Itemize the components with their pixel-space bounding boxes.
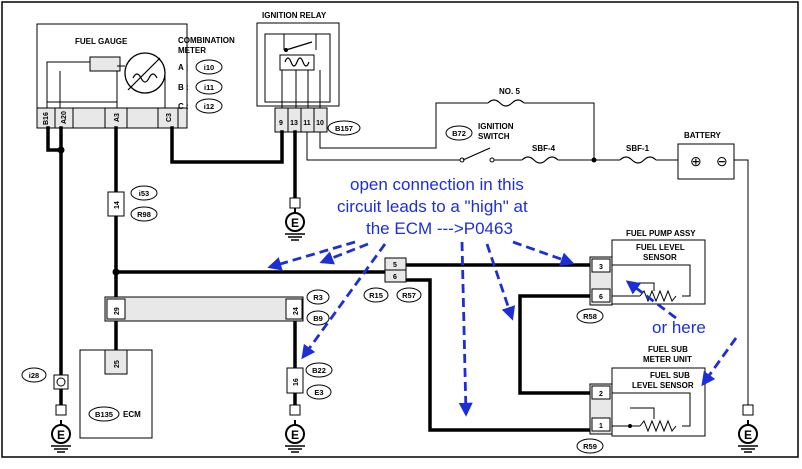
meter-conn-a-code: i10	[204, 63, 214, 72]
fuse-sbf1	[619, 156, 657, 164]
fuel-pump-label-1: FUEL PUMP ASSY	[626, 229, 696, 238]
fuel-sub-pin-1: 1	[599, 423, 603, 430]
r57-code: R57	[402, 291, 416, 300]
connector-i28: i28	[21, 367, 69, 390]
annotation-text: open connection in this circuit leads to…	[337, 175, 706, 337]
fuel-pump-label-3: SENSOR	[643, 253, 677, 262]
r15-code: R15	[369, 291, 383, 300]
arrow-to-fuel-sub-sensor	[701, 337, 738, 387]
ground-symbols: E E E E	[50, 197, 759, 453]
sbf1-label: SBF-1	[626, 144, 650, 153]
arrow-to-main-bus	[267, 240, 356, 271]
fuel-pump-pin-3: 3	[599, 264, 603, 271]
fuel-sub-pin-2: 2	[599, 391, 603, 398]
annotation-or-here: or here	[652, 318, 706, 337]
ignition-relay-label: IGNITION RELAY	[262, 11, 327, 20]
relay-pin-11: 11	[303, 120, 311, 127]
battery-minus-icon: ⊖	[716, 153, 728, 169]
arrow-to-pump-pin	[512, 240, 575, 266]
b22-pin: 16	[293, 378, 300, 386]
meter-conn-c-prefix: C :	[178, 102, 189, 111]
annotation-arrows	[267, 240, 738, 417]
b9-code: B9	[313, 314, 323, 323]
i53-pin: 14	[114, 201, 121, 209]
r98-code: R98	[137, 210, 151, 219]
fuse-sbf4	[521, 156, 559, 164]
ecm-label: ECM	[123, 410, 141, 419]
relay-connector-code: B157	[335, 124, 353, 133]
relay-pin-13: 13	[290, 120, 298, 127]
arrow-to-fuel-level-sensor	[625, 280, 677, 320]
ecm-connector-bar: 29 24 R3 B9	[104, 289, 330, 326]
fuel-sub-label-4: LEVEL SENSOR	[632, 381, 694, 390]
fuse-no5-label: NO. 5	[499, 87, 520, 96]
combination-meter-label-2: METER	[178, 46, 206, 55]
ignition-switch-label-2: SWITCH	[478, 132, 510, 141]
fuel-sub-label-1: FUEL SUB	[648, 345, 688, 354]
annotation-line-3: the ECM --->P0463	[366, 219, 513, 238]
ecm-code: B135	[95, 410, 113, 419]
arrow-to-ground-wire	[301, 243, 387, 360]
ground-label-3: E	[291, 428, 299, 442]
meter-conn-b-code: i11	[204, 83, 214, 92]
e3-code: E3	[314, 388, 323, 397]
r59-code: R59	[583, 442, 597, 451]
r15-pin-6: 6	[393, 274, 397, 281]
ignition-switch-lever	[462, 147, 491, 161]
connector-r15: 5 6 R15 R57	[363, 257, 422, 303]
meter-pin-a3: A3	[114, 113, 121, 122]
relay-pin-10: 10	[316, 120, 324, 127]
meter-pin-c3: C3	[166, 113, 173, 122]
meter-pin-a20: A20	[61, 111, 68, 124]
meter-conn-b-prefix: B :	[178, 83, 189, 92]
relay-pin-9: 9	[279, 120, 283, 127]
diagram-border	[1, 1, 799, 458]
meter-connector-codes: A : i10 B : i11 C : i12	[178, 59, 223, 114]
fuel-pump-pin-6: 6	[599, 294, 603, 301]
combination-meter-label-1: COMBINATION	[178, 36, 235, 45]
arrow-to-bus-2	[319, 242, 369, 265]
meter-pin-b16: B16	[43, 112, 50, 125]
annotation-line-2: circuit leads to a "high" at	[337, 197, 528, 216]
meter-conn-c-code: i12	[204, 102, 214, 111]
power-wiring: NO. 5 B72 IGNITION SWITCH SBF-4 SBF-1 BA…	[306, 87, 754, 416]
ignition-relay: IGNITION RELAY 9 13 11 10 B157	[256, 11, 361, 136]
ground-label-4: E	[744, 428, 752, 442]
battery-plus-icon: ⊕	[690, 153, 702, 169]
arrow-to-sub-wire	[485, 243, 516, 321]
combination-meter: FUEL GAUGE COMBINATION METER B16 A20 A3 …	[36, 23, 235, 129]
i53-code: i53	[139, 189, 149, 198]
fuel-sub-meter-unit: FUEL SUB METER UNIT FUEL SUB LEVEL SENSO…	[576, 345, 706, 454]
ecm-pin-24: 24	[293, 307, 300, 315]
ground-label-1: E	[57, 428, 65, 442]
ground-label-2: E	[291, 216, 299, 230]
annotation-line-1: open connection in this	[350, 175, 524, 194]
battery-box	[677, 143, 735, 180]
fuel-sub-label-2: METER UNIT	[643, 355, 692, 364]
fuse-no5	[487, 99, 525, 107]
meter-conn-a-prefix: A :	[178, 63, 188, 72]
ecm-pin-29: 29	[114, 307, 121, 315]
ecm-pin-25: 25	[114, 360, 121, 368]
fuel-sub-label-3: FUEL SUB	[650, 371, 690, 380]
r3-code: R3	[313, 293, 323, 302]
r58-code: R58	[583, 312, 597, 321]
sbf4-label: SBF-4	[532, 144, 556, 153]
ecm-unit: 25 B135 ECM	[79, 349, 153, 439]
connector-b22: 16 B22 E3	[286, 362, 333, 400]
arrow-to-return-wire	[458, 241, 473, 417]
i28-code: i28	[29, 371, 39, 380]
fuel-pump-assy: FUEL PUMP ASSY FUEL LEVEL SENSOR 3 6 R58	[576, 229, 706, 324]
fuel-gauge-label: FUEL GAUGE	[75, 37, 128, 46]
battery-label: BATTERY	[684, 131, 722, 140]
ignition-switch-label-1: IGNITION	[478, 122, 514, 131]
r15-pin-5: 5	[393, 262, 397, 269]
ignition-switch-code: B72	[452, 129, 466, 138]
connector-i53: 14 i53 R98	[107, 185, 158, 222]
b22-code: B22	[312, 366, 326, 375]
fuel-pump-label-2: FUEL LEVEL	[636, 243, 685, 252]
